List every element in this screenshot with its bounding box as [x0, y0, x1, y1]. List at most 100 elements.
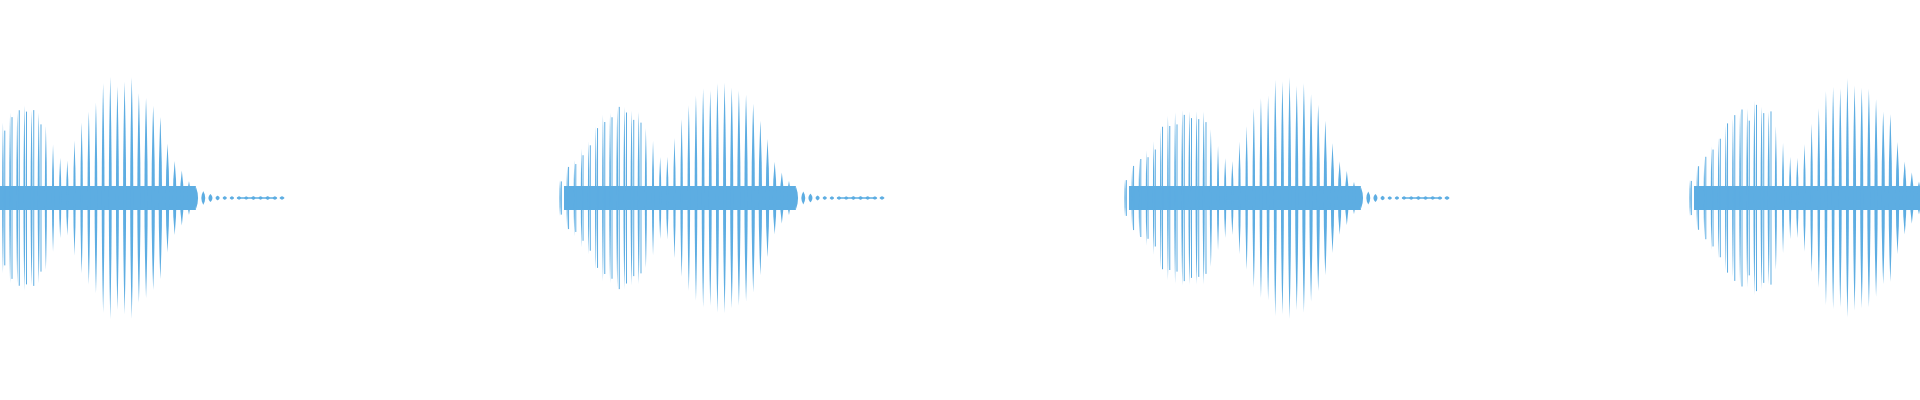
- waveform-oscillation: [1344, 170, 1349, 226]
- waveform-oscillation: [559, 180, 561, 216]
- waveform-oscillation: [1245, 126, 1248, 270]
- waveform-oscillation: [1202, 111, 1205, 285]
- waveform-oscillation: [1159, 127, 1162, 269]
- waveform-oscillation: [637, 112, 640, 284]
- waveform-oscillation: [1387, 196, 1392, 200]
- waveform-oscillation: [1330, 142, 1335, 254]
- waveform-oscillation: [165, 143, 170, 253]
- waveform-oscillation: [822, 196, 827, 200]
- waveform-oscillation: [59, 157, 62, 239]
- waveform-bursts: [0, 77, 1920, 319]
- waveform-oscillation: [808, 193, 813, 203]
- waveform-oscillation: [1209, 129, 1212, 267]
- waveform-oscillation: [1853, 85, 1857, 311]
- waveform-oscillation: [1710, 146, 1713, 250]
- waveform-oscillation: [1760, 106, 1763, 290]
- waveform-oscillation: [715, 83, 719, 313]
- waveform-oscillation: [1366, 191, 1371, 205]
- waveform-oscillation: [1746, 108, 1749, 288]
- waveform-oscillation: [1774, 126, 1777, 270]
- waveform-oscillation: [815, 195, 820, 201]
- waveform-oscillation: [1145, 150, 1148, 246]
- waveform-oscillation: [151, 105, 155, 291]
- waveform-oscillation: [215, 195, 220, 201]
- waveform-oscillation: [1295, 85, 1299, 311]
- waveform-oscillation: [1188, 111, 1191, 285]
- waveform-oscillation: [730, 87, 734, 309]
- waveform-oscillation: [222, 196, 227, 200]
- waveform-oscillation: [1444, 196, 1450, 200]
- waveform-oscillation: [1280, 81, 1284, 315]
- waveform-oscillation: [1739, 110, 1741, 286]
- waveform-oscillation: [44, 126, 47, 270]
- waveform-oscillation: [1238, 141, 1241, 255]
- waveform-oscillation: [580, 148, 583, 248]
- waveform-oscillation: [765, 138, 770, 258]
- waveform-oscillation: [794, 187, 799, 209]
- waveform-oscillation: [51, 144, 55, 252]
- waveform-oscillation: [694, 95, 698, 301]
- waveform-oscillation: [1174, 112, 1176, 284]
- waveform-oscillation: [602, 114, 604, 282]
- waveform-oscillation: [630, 110, 633, 286]
- waveform-oscillation: [1824, 91, 1828, 305]
- waveform-oscillation: [687, 105, 691, 291]
- waveform-oscillation: [1917, 181, 1920, 215]
- waveform-oscillation: [1273, 80, 1277, 316]
- waveform-oscillation: [1703, 158, 1705, 238]
- waveform-oscillation: [616, 108, 619, 288]
- waveform-oscillation: [1874, 99, 1878, 297]
- waveform-oscillation: [9, 112, 11, 284]
- waveform-oscillation: [1781, 142, 1785, 254]
- waveform-burst-3: [1124, 77, 1450, 319]
- waveform-oscillation: [1252, 108, 1256, 288]
- waveform-oscillation: [666, 156, 669, 240]
- waveform-oscillation: [1796, 157, 1799, 239]
- waveform-burst-1: [0, 77, 285, 319]
- waveform-oscillation: [779, 172, 784, 224]
- waveform-oscillation: [1231, 160, 1234, 236]
- waveform-oscillation: [172, 160, 177, 236]
- waveform-oscillation: [94, 102, 98, 294]
- waveform-oscillation: [1810, 123, 1813, 273]
- waveform-oscillation: [23, 105, 26, 291]
- waveform-oscillation: [1309, 94, 1313, 302]
- waveform-oscillation: [1259, 98, 1263, 298]
- waveform-oscillation: [751, 103, 755, 293]
- waveform-oscillation: [101, 83, 105, 313]
- waveform-oscillation: [801, 191, 806, 205]
- waveform-oscillation: [1124, 179, 1126, 217]
- waveform-burst-2: [559, 82, 885, 314]
- waveform-oscillation: [1895, 141, 1900, 255]
- waveform-oscillation: [644, 128, 647, 268]
- waveform-oscillation: [194, 187, 199, 209]
- waveform-oscillation: [879, 196, 885, 200]
- waveform-oscillation: [1767, 111, 1770, 285]
- waveform-oscillation: [279, 196, 285, 200]
- waveform-oscillation: [229, 196, 235, 200]
- waveform-oscillation: [1689, 180, 1691, 216]
- waveform-oscillation: [115, 86, 119, 310]
- waveform-oscillation: [744, 94, 748, 302]
- waveform-oscillation: [1867, 88, 1871, 308]
- waveform-oscillation: [208, 193, 213, 203]
- waveform-oscillation: [80, 122, 83, 274]
- waveform-oscillation: [123, 81, 127, 315]
- waveform-oscillation: [1888, 114, 1893, 282]
- waveform-oscillation: [708, 90, 712, 306]
- waveform-oscillation: [680, 119, 683, 277]
- waveform-oscillation: [1909, 172, 1914, 224]
- waveform-oscillation: [1838, 88, 1842, 308]
- waveform-oscillation: [1803, 144, 1806, 252]
- waveform-oscillation: [1131, 166, 1133, 230]
- waveform-oscillation: [201, 191, 206, 205]
- waveform-oscillation: [158, 116, 163, 280]
- waveform-oscillation: [1195, 111, 1198, 285]
- waveform-oscillation: [829, 196, 835, 200]
- waveform-oscillation: [137, 93, 141, 303]
- waveform-oscillation: [1167, 116, 1169, 280]
- waveform-oscillation: [1373, 193, 1378, 203]
- waveform-oscillation: [37, 112, 40, 284]
